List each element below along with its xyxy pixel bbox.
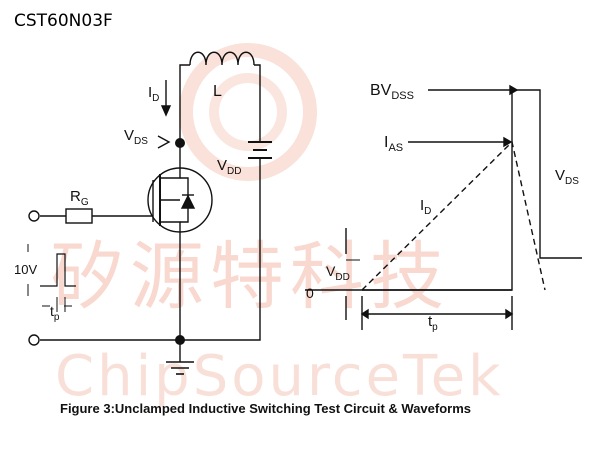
waveform-id-label: ID	[420, 197, 431, 217]
watermark: 矽源特科技 ChipSourceTek	[50, 43, 504, 409]
tp-ticks	[361, 296, 513, 330]
inductor-coil	[189, 51, 255, 66]
gate-resistor	[65, 208, 93, 224]
waveform-vds-label: VDS	[555, 167, 579, 187]
figure-caption: Figure 3:Unclamped Inductive Switching T…	[60, 401, 471, 416]
watermark-chinese: 矽源特科技	[50, 234, 450, 320]
circuit-vds-label: VDS	[124, 127, 148, 147]
ias-arrow-head	[503, 136, 513, 148]
part-number: CST60N03F	[14, 11, 113, 31]
source-node	[175, 335, 185, 345]
input-terminal-top	[28, 210, 40, 222]
waveform-vdd-label: VDD	[326, 263, 350, 283]
bvdss-arrow-head	[509, 84, 519, 96]
circuit-id-label: ID	[148, 84, 159, 104]
circuit-dots	[175, 138, 185, 345]
wire-drain-top	[179, 64, 190, 143]
pulse-tp-ticks	[56, 297, 66, 312]
wire-supply-return	[180, 158, 261, 341]
id-arrow-head	[160, 105, 172, 117]
bvdss-label: BVDSS	[370, 82, 414, 102]
wire-inductor-right	[254, 64, 261, 142]
tp-arrow-right	[505, 308, 514, 320]
body-diode	[180, 194, 196, 209]
watermark-logo-ring	[179, 43, 317, 181]
drain-node	[175, 138, 185, 148]
rg-label: RG	[70, 188, 89, 208]
inductor-label: L	[213, 83, 222, 100]
waveform-tp-label: tp	[428, 313, 438, 333]
watermark-logo-inner	[209, 73, 287, 151]
test-circuit	[27, 51, 272, 375]
id-waveform	[361, 140, 546, 291]
circuit-vdd-label: VDD	[217, 157, 241, 177]
zero-label: 0	[306, 285, 314, 301]
vds-arrow-head	[157, 135, 171, 149]
vds-waveform	[362, 89, 582, 291]
pulse-amplitude-label: 10V	[14, 262, 37, 277]
tp-arrow-left	[360, 308, 369, 320]
watermark-english: ChipSourceTek	[55, 344, 504, 409]
ias-label: IAS	[384, 134, 403, 154]
input-terminal-bottom	[28, 334, 40, 346]
gate-pulse	[40, 253, 76, 287]
pulse-width-label: tp	[50, 303, 60, 323]
waveforms	[305, 84, 582, 330]
